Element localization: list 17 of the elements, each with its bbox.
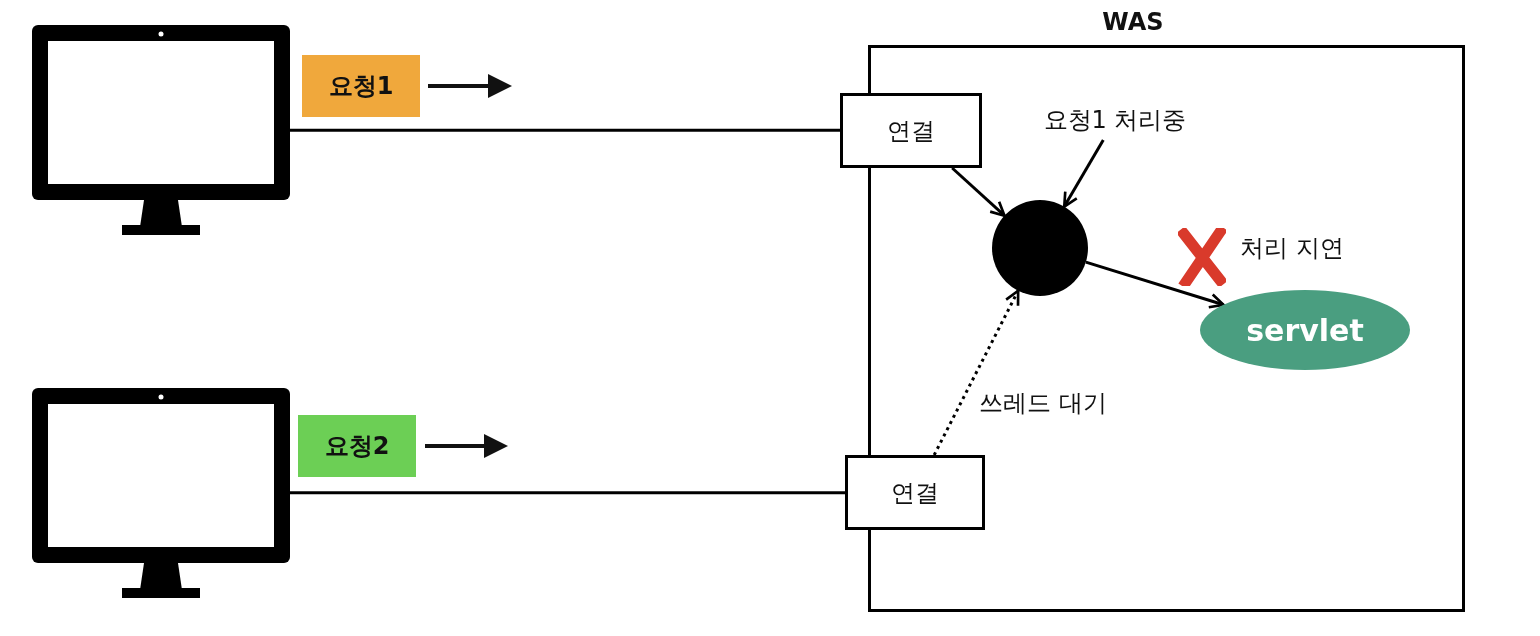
thread-circle bbox=[992, 200, 1088, 296]
connection-box: 연결 bbox=[845, 455, 985, 530]
arrow bbox=[1062, 139, 1105, 208]
arrow bbox=[951, 166, 1006, 217]
connection-line bbox=[290, 491, 845, 495]
dotted-arrow bbox=[932, 289, 1020, 456]
monitor-drawing bbox=[32, 388, 290, 600]
note-text: 처리 지연 bbox=[1240, 233, 1344, 264]
request-tag: 요청1 bbox=[302, 55, 420, 117]
request-tag: 요청2 bbox=[298, 415, 416, 477]
container-title: WAS bbox=[1101, 7, 1165, 38]
servlet-ellipse: servlet bbox=[1200, 290, 1410, 370]
arrow bbox=[1085, 260, 1225, 309]
connection-box: 연결 bbox=[840, 93, 982, 168]
monitor-drawing bbox=[32, 25, 290, 237]
connection-line bbox=[290, 128, 840, 132]
callout-text: 요청1 처리중 bbox=[1020, 100, 1210, 140]
